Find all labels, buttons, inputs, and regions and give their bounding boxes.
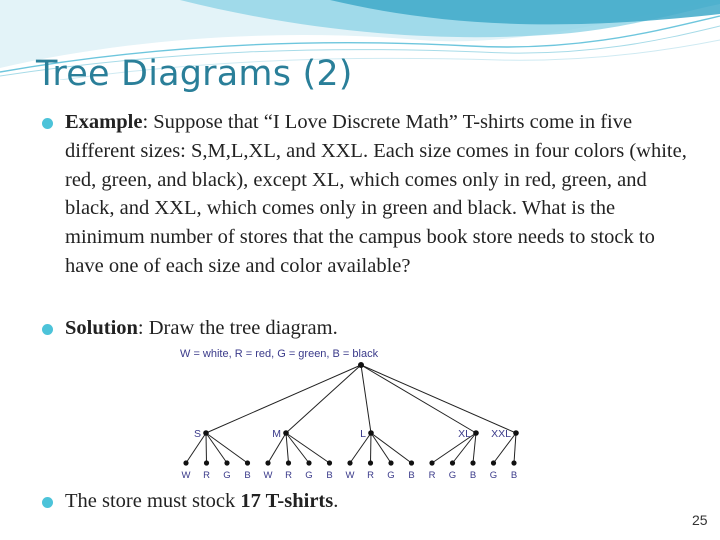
leaf-node bbox=[224, 460, 230, 466]
tree-edge bbox=[285, 432, 310, 464]
color-label: G bbox=[305, 470, 312, 481]
size-label-xxl: XXL bbox=[491, 428, 511, 440]
bullet-solution: Solution: Draw the tree diagram. bbox=[42, 314, 692, 343]
tree-edge bbox=[205, 432, 207, 464]
leaf-node bbox=[306, 460, 312, 466]
size-node bbox=[473, 430, 479, 436]
tree-edge bbox=[360, 364, 477, 434]
leaf-node bbox=[203, 460, 210, 466]
solution-colon: : bbox=[137, 317, 144, 339]
leaf-node bbox=[183, 460, 189, 466]
tree-edge bbox=[285, 432, 289, 464]
tree-edge bbox=[452, 432, 477, 464]
tree-edge bbox=[472, 432, 477, 464]
leaf-node bbox=[511, 460, 517, 466]
bullet-example: Example: Suppose that “I Love Discrete M… bbox=[42, 108, 692, 281]
color-label: R bbox=[367, 470, 374, 481]
tree-edge bbox=[285, 432, 330, 464]
color-label: R bbox=[203, 470, 210, 481]
color-label: G bbox=[490, 470, 497, 481]
example-colon: : bbox=[142, 111, 149, 133]
tree-edge bbox=[205, 432, 248, 464]
leaf-node bbox=[388, 460, 394, 466]
tree-edge bbox=[185, 432, 207, 464]
leaf-node bbox=[285, 460, 292, 466]
leaf-node bbox=[326, 460, 333, 466]
example-body: Suppose that “I Love Discrete Math” T-sh… bbox=[65, 111, 687, 277]
size-node bbox=[283, 430, 289, 436]
tree-edge bbox=[267, 432, 287, 464]
color-label: B bbox=[244, 470, 250, 481]
solution-text: Solution: Draw the tree diagram. bbox=[65, 314, 692, 343]
size-node bbox=[368, 430, 374, 436]
tree-edge bbox=[431, 432, 477, 464]
bullet-answer: The store must stock 17 T-shirts. bbox=[42, 487, 692, 516]
answer-emphasis: 17 T-shirts bbox=[240, 490, 334, 512]
answer-suffix: . bbox=[333, 490, 339, 512]
bullet-dot bbox=[42, 324, 53, 335]
bullet-dot bbox=[42, 497, 53, 508]
tree-edge bbox=[370, 432, 412, 464]
color-label: G bbox=[387, 470, 394, 481]
color-label: G bbox=[223, 470, 230, 481]
bullet-dot bbox=[42, 118, 53, 129]
color-label: W bbox=[346, 470, 355, 481]
solution-body: Draw the tree diagram. bbox=[143, 317, 338, 339]
size-label-m: M bbox=[272, 428, 281, 440]
color-label: G bbox=[449, 470, 456, 481]
answer-prefix: The store must stock bbox=[65, 490, 241, 512]
color-label: B bbox=[470, 470, 476, 481]
leaf-node bbox=[265, 460, 271, 466]
leaf-node bbox=[367, 460, 374, 466]
tree-legend: W = white, R = red, G = green, B = black bbox=[180, 348, 379, 360]
color-label: B bbox=[408, 470, 414, 481]
color-label: W bbox=[182, 470, 191, 481]
tree-diagram: W = white, R = red, G = green, B = black… bbox=[180, 348, 519, 481]
tree-edge bbox=[205, 364, 362, 434]
tree-edge bbox=[370, 432, 372, 464]
color-label: R bbox=[285, 470, 292, 481]
example-text: Example: Suppose that “I Love Discrete M… bbox=[65, 108, 692, 281]
example-label: Example bbox=[65, 111, 143, 133]
tree-edge bbox=[205, 432, 228, 464]
root-node bbox=[358, 362, 364, 368]
leaf-node bbox=[244, 460, 251, 466]
leaf-node bbox=[449, 460, 456, 466]
leaf-node bbox=[408, 460, 415, 466]
solution-label: Solution bbox=[65, 317, 138, 339]
tree-edge bbox=[349, 432, 372, 464]
tree-edge bbox=[370, 432, 392, 464]
color-label: R bbox=[429, 470, 436, 481]
size-label-xl: XL bbox=[458, 428, 471, 440]
color-label: B bbox=[511, 470, 517, 481]
size-node bbox=[513, 430, 519, 436]
answer-text: The store must stock 17 T-shirts. bbox=[65, 487, 692, 516]
color-label: B bbox=[326, 470, 332, 481]
tree-edge bbox=[360, 364, 372, 434]
slide-title: Tree Diagrams (2) bbox=[36, 54, 353, 94]
leaf-node bbox=[347, 460, 353, 466]
tree-edge bbox=[493, 432, 517, 464]
color-label: W bbox=[264, 470, 273, 481]
tree-edge bbox=[360, 364, 517, 434]
size-node bbox=[203, 430, 209, 436]
header-wave-decoration bbox=[0, 0, 720, 80]
leaf-node bbox=[490, 460, 497, 466]
page-number: 25 bbox=[692, 512, 708, 528]
tree-edge bbox=[285, 364, 362, 434]
leaf-node bbox=[429, 460, 435, 466]
size-label-l: L bbox=[360, 428, 366, 440]
leaf-node bbox=[470, 460, 476, 466]
size-label-s: S bbox=[194, 428, 201, 440]
tree-edge bbox=[513, 432, 517, 464]
